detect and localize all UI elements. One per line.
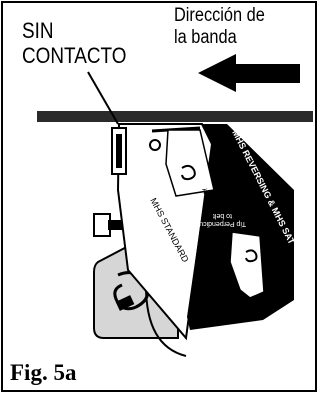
no-contact-label-line1: SIN: [22, 18, 54, 43]
no-contact-pointer: [87, 71, 119, 125]
belt-direction-label-line1: Dirección de: [174, 5, 265, 26]
label-tip-perpendicular-1: Tip Perpendicular: [191, 220, 246, 227]
tip-angle-swirl: [181, 164, 196, 181]
left-bolt-shank: [108, 220, 122, 230]
bracket-tab: [115, 295, 135, 311]
reversing-blade: [187, 124, 294, 330]
conveyor-belt: [37, 111, 313, 122]
label-tip-angle-2: to belt: [208, 198, 227, 205]
mount-plate-inner: [116, 134, 122, 168]
label-tip-angle-1: Tip at 3° Angle: [202, 188, 247, 196]
no-contact-label-line2: CONTACTO: [22, 43, 127, 68]
left-bolt-head: [93, 213, 111, 237]
belt-direction-label-line2: la banda: [174, 27, 237, 48]
figure-caption: Fig. 5a: [10, 360, 77, 385]
tip-perpendicular-swirl: [245, 249, 258, 263]
tip-angle-panel: [165, 129, 215, 197]
pivot-circle: [149, 139, 161, 151]
tip-perpendicular-panel: [229, 231, 265, 299]
label-tip-perpendicular-2: to belt: [213, 212, 232, 219]
pivot-arc: [145, 285, 187, 357]
arrow-left-icon: [198, 54, 300, 92]
